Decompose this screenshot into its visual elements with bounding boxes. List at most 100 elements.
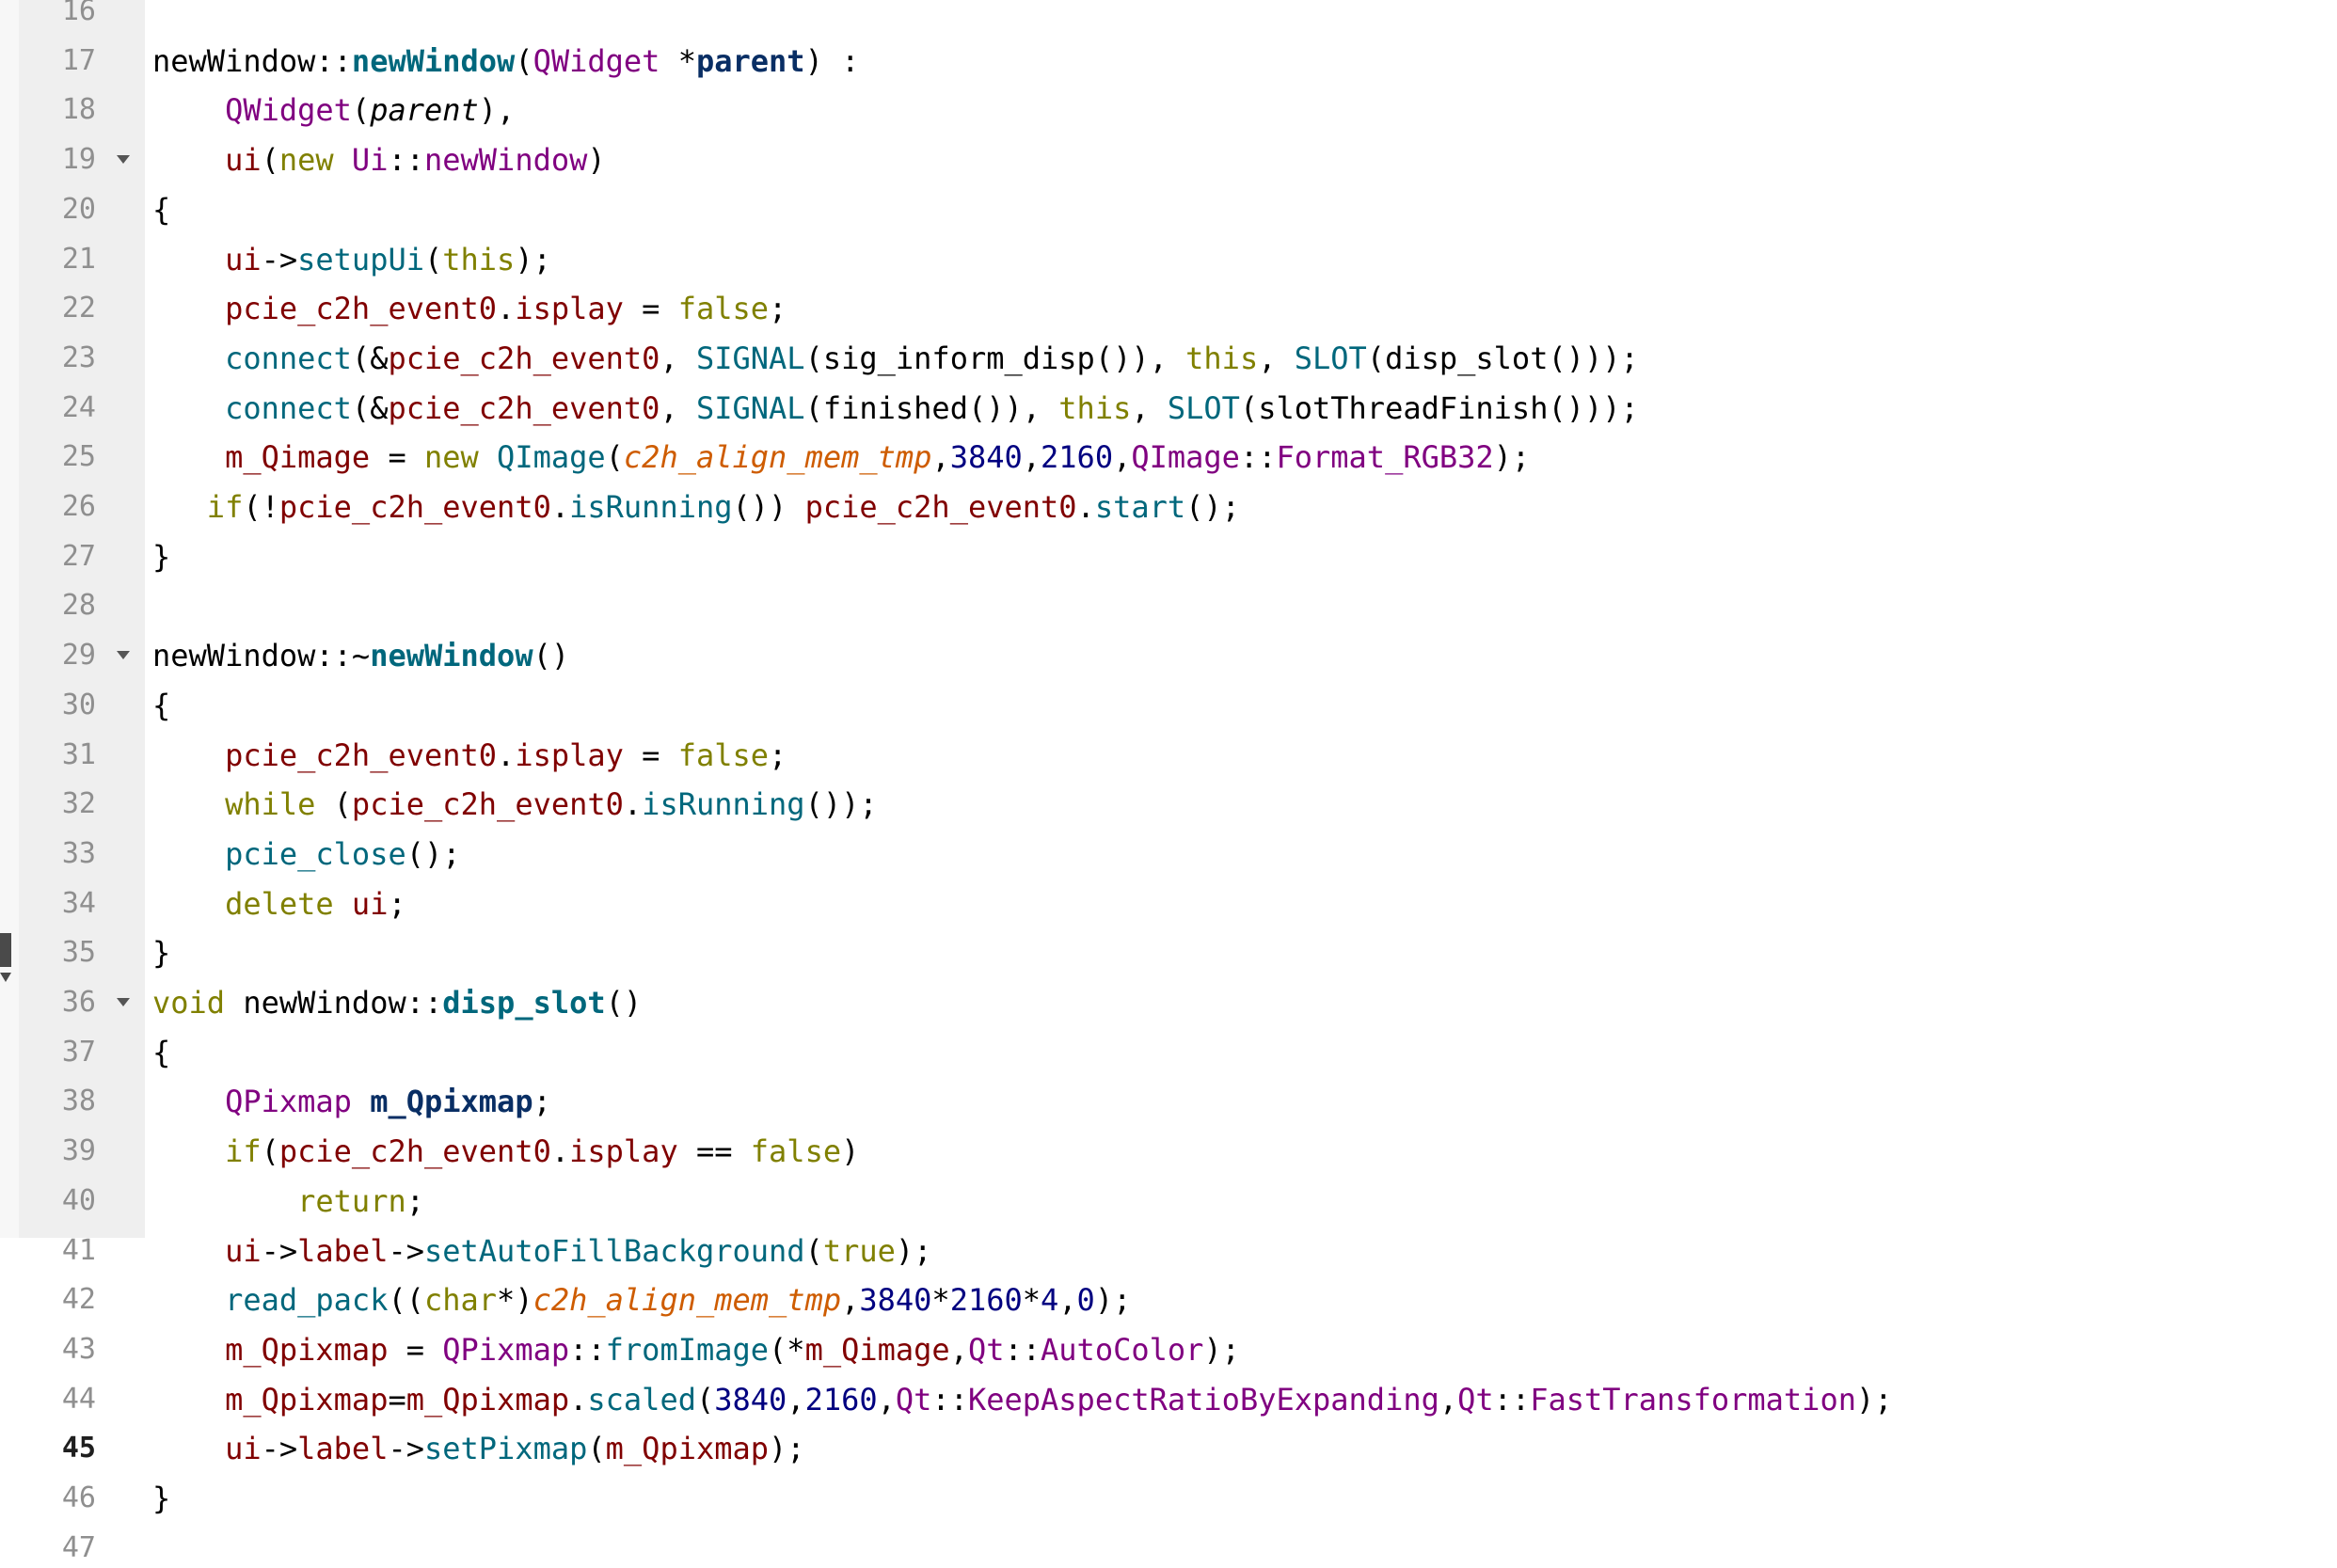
code-line[interactable]: 16	[0, 0, 2337, 31]
code-line[interactable]: 42 read_pack((char*)c2h_align_mem_tmp,38…	[0, 1280, 2337, 1320]
code-token: c2h_align_mem_tmp	[623, 439, 932, 476]
code-line-text: connect(&pcie_c2h_event0, SIGNAL(finishe…	[152, 388, 1639, 428]
code-token: {	[152, 191, 171, 228]
code-line[interactable]: 21 ui->setupUi(this);	[0, 240, 2337, 279]
code-token: QWidget	[225, 92, 352, 129]
code-token: 4	[1041, 1282, 1059, 1319]
code-line[interactable]: 32 while (pcie_c2h_event0.isRunning());	[0, 784, 2337, 824]
code-token	[352, 1084, 370, 1119]
code-token: ();	[1185, 489, 1240, 525]
code-token	[152, 1084, 225, 1119]
code-token: (slotThreadFinish()));	[1239, 389, 1639, 426]
code-token: ui	[225, 1232, 262, 1269]
line-number: 41	[61, 1233, 96, 1267]
code-line[interactable]: 44 m_Qpixmap=m_Qpixmap.scaled(3840,2160,…	[0, 1380, 2337, 1419]
code-line-text: {	[152, 190, 170, 230]
code-line-text: newWindow::~newWindow()	[152, 636, 569, 675]
code-line[interactable]: 18 QWidget(parent),	[0, 90, 2337, 130]
code-line[interactable]: 33 pcie_close();	[0, 834, 2337, 874]
code-text-area[interactable]	[145, 0, 2337, 1238]
code-token: }	[152, 935, 171, 972]
code-token: ::~	[315, 638, 371, 674]
code-token: (sig_inform_disp()),	[804, 340, 1186, 376]
line-number: 23	[61, 341, 96, 374]
code-token	[152, 489, 207, 525]
line-number: 26	[61, 490, 96, 523]
code-token: ())	[732, 489, 805, 525]
code-line[interactable]: 23 connect(&pcie_c2h_event0, SIGNAL(sig_…	[0, 339, 2337, 378]
code-token: =	[388, 1331, 443, 1368]
code-token: ::	[388, 142, 424, 179]
code-token: ;	[769, 291, 787, 327]
code-line[interactable]: 30{	[0, 686, 2337, 725]
code-token: (!	[243, 489, 279, 525]
code-token: ui	[225, 1431, 262, 1467]
code-token: ((	[388, 1282, 424, 1319]
code-token	[152, 242, 225, 277]
code-line[interactable]: 27}	[0, 537, 2337, 577]
code-line-text: ui(new Ui::newWindow)	[152, 140, 606, 180]
side-panel-handle[interactable]	[0, 933, 11, 967]
code-token: (*	[769, 1331, 805, 1368]
code-token: ;	[533, 1084, 551, 1120]
code-token: {	[152, 1034, 171, 1070]
code-token: pcie_close	[225, 835, 406, 872]
code-line-text: QWidget(parent),	[152, 90, 515, 130]
code-line[interactable]: 20{	[0, 190, 2337, 230]
fold-arrow-icon[interactable]	[117, 651, 130, 660]
code-token: newWindow	[423, 142, 588, 179]
line-number: 40	[61, 1183, 96, 1217]
code-token: ::	[569, 1331, 606, 1368]
code-line[interactable]: 46}	[0, 1479, 2337, 1518]
code-token: (	[605, 439, 624, 476]
code-token: ()	[605, 985, 643, 1021]
code-token	[152, 341, 225, 376]
code-line[interactable]: 39 if(pcie_c2h_event0.isplay == false)	[0, 1132, 2337, 1171]
code-line[interactable]: 19 ui(new Ui::newWindow)	[0, 140, 2337, 180]
code-line[interactable]: 40 return;	[0, 1181, 2337, 1221]
code-token: m_Qpixmap	[370, 1084, 533, 1120]
code-token: QPixmap	[442, 1331, 570, 1368]
code-token: ::	[1239, 439, 1277, 476]
code-token: false	[677, 291, 770, 327]
code-line[interactable]: 31 pcie_c2h_event0.isplay = false;	[0, 736, 2337, 775]
code-token: 2160	[1041, 439, 1114, 476]
code-token: isplay	[515, 736, 624, 773]
code-line[interactable]: 25 m_Qimage = new QImage(c2h_align_mem_t…	[0, 437, 2337, 477]
code-token: ,	[1439, 1381, 1458, 1418]
code-token: m_Qpixmap	[225, 1331, 389, 1368]
code-token: this	[1058, 389, 1132, 426]
code-line[interactable]: 43 m_Qpixmap = QPixmap::fromImage(*m_Qim…	[0, 1330, 2337, 1370]
code-line-text: connect(&pcie_c2h_event0, SIGNAL(sig_inf…	[152, 339, 1639, 378]
code-line[interactable]: 47	[0, 1528, 2337, 1568]
code-line[interactable]: 22 pcie_c2h_event0.isplay = false;	[0, 289, 2337, 328]
code-token	[152, 836, 225, 872]
code-line[interactable]: 34 delete ui;	[0, 884, 2337, 924]
code-token: pcie_c2h_event0	[804, 489, 1077, 525]
fold-arrow-icon[interactable]	[117, 155, 130, 165]
code-line[interactable]: 35}	[0, 933, 2337, 973]
code-line[interactable]: 28	[0, 586, 2337, 626]
code-token: connect	[225, 340, 352, 376]
code-token: SIGNAL	[695, 389, 805, 426]
line-number: 37	[61, 1035, 96, 1069]
code-line[interactable]: 24 connect(&pcie_c2h_event0, SIGNAL(fini…	[0, 388, 2337, 428]
code-line-text: read_pack((char*)c2h_align_mem_tmp,3840*…	[152, 1280, 1131, 1320]
code-line[interactable]: 26 if(!pcie_c2h_event0.isRunning()) pcie…	[0, 487, 2337, 527]
code-token: ();	[405, 835, 461, 872]
fold-arrow-icon[interactable]	[117, 998, 130, 1006]
code-line[interactable]: 41 ui->label->setAutoFillBackground(true…	[0, 1231, 2337, 1271]
code-token: ());	[804, 786, 878, 823]
line-number: 46	[61, 1481, 96, 1514]
code-token	[479, 439, 497, 475]
code-token: if	[225, 1133, 262, 1170]
code-line[interactable]: 38 QPixmap m_Qpixmap;	[0, 1082, 2337, 1121]
code-token: SLOT	[1167, 389, 1240, 426]
code-token: {	[152, 687, 171, 723]
code-line[interactable]: 45 ui->label->setPixmap(m_Qpixmap);	[0, 1429, 2337, 1468]
code-line[interactable]: 37 {	[0, 1033, 2337, 1072]
